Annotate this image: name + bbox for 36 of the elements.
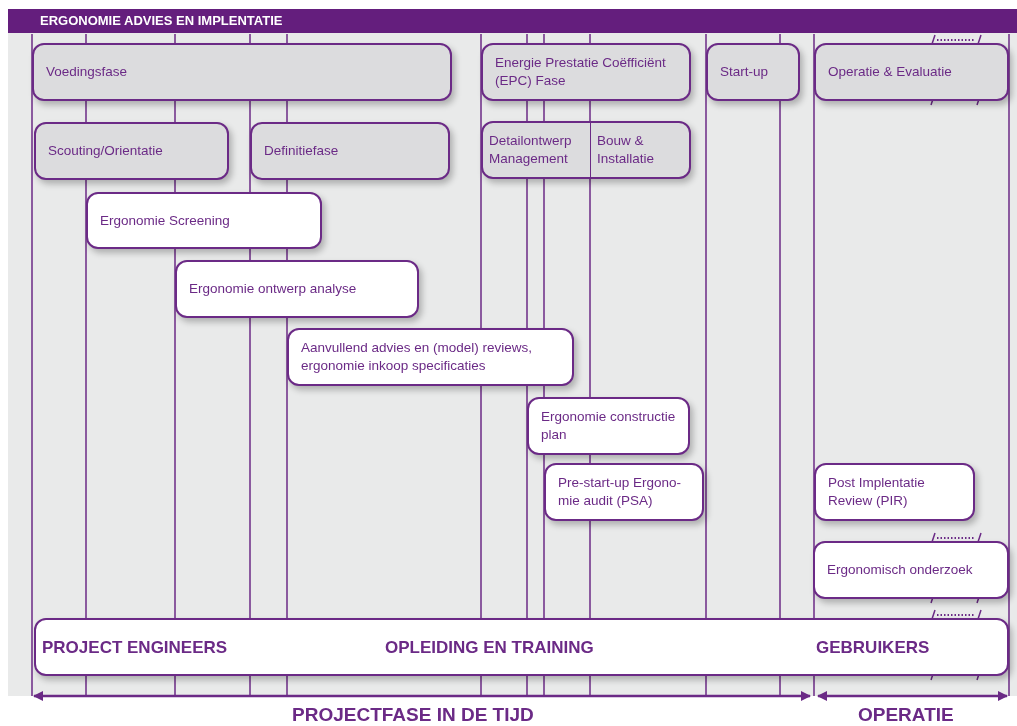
role-label: PROJECT ENGINEERS [42, 639, 228, 657]
activity-box [527, 397, 690, 455]
box-label: Voedingsfase [46, 63, 128, 81]
phase-box [706, 43, 800, 101]
box-label: Detailontwerp Management [488, 132, 573, 168]
box-label: Scouting/Orientatie [48, 142, 163, 160]
phase-box [250, 122, 450, 180]
activity-box [814, 463, 975, 521]
box-label: Bouw & Installatie [589, 123, 689, 177]
role-label: OPLEIDING EN TRAINING [385, 639, 594, 657]
phase-box [814, 43, 1009, 101]
role-label: GEBRUIKERS [816, 639, 930, 657]
box-label: Ergonomie constructie plan [541, 408, 676, 444]
box-label: Ergonomie ontwerp analyse [189, 280, 357, 298]
role-bar [34, 618, 1009, 676]
box-label: Energie Prestatie Coëfficiënt (EPC) Fase [495, 54, 667, 90]
box-label: Pre-start-up Ergono- mie audit (PSA) [558, 474, 683, 510]
box-label: Operatie & Evaluatie [828, 63, 952, 81]
box-label: Start-up [720, 63, 769, 81]
box-label: Ergonomie Screening [100, 211, 230, 230]
activity-box [175, 260, 419, 318]
activity-box [813, 541, 1009, 599]
axis-label: PROJECTFASE IN DE TIJD [292, 704, 534, 726]
activity-box [287, 328, 574, 386]
activity-box [544, 463, 704, 521]
phase-box [34, 122, 229, 180]
header-bar: ERGONOMIE ADVIES EN IMPLENTATIE [8, 9, 1017, 33]
box-label: Post Implentatie Review (PIR) [828, 474, 926, 510]
phase-box [32, 43, 452, 101]
axis-label: OPERATIE [858, 704, 954, 726]
box-label: Definitiefase [264, 142, 339, 160]
phase-box [481, 121, 691, 179]
box-label: Aanvullend advies en (model) reviews, ergonomie inkoop specificaties [301, 339, 534, 375]
activity-box [86, 192, 322, 249]
phase-box [481, 43, 691, 101]
box-label: Ergonomisch onderzoek [827, 561, 973, 579]
